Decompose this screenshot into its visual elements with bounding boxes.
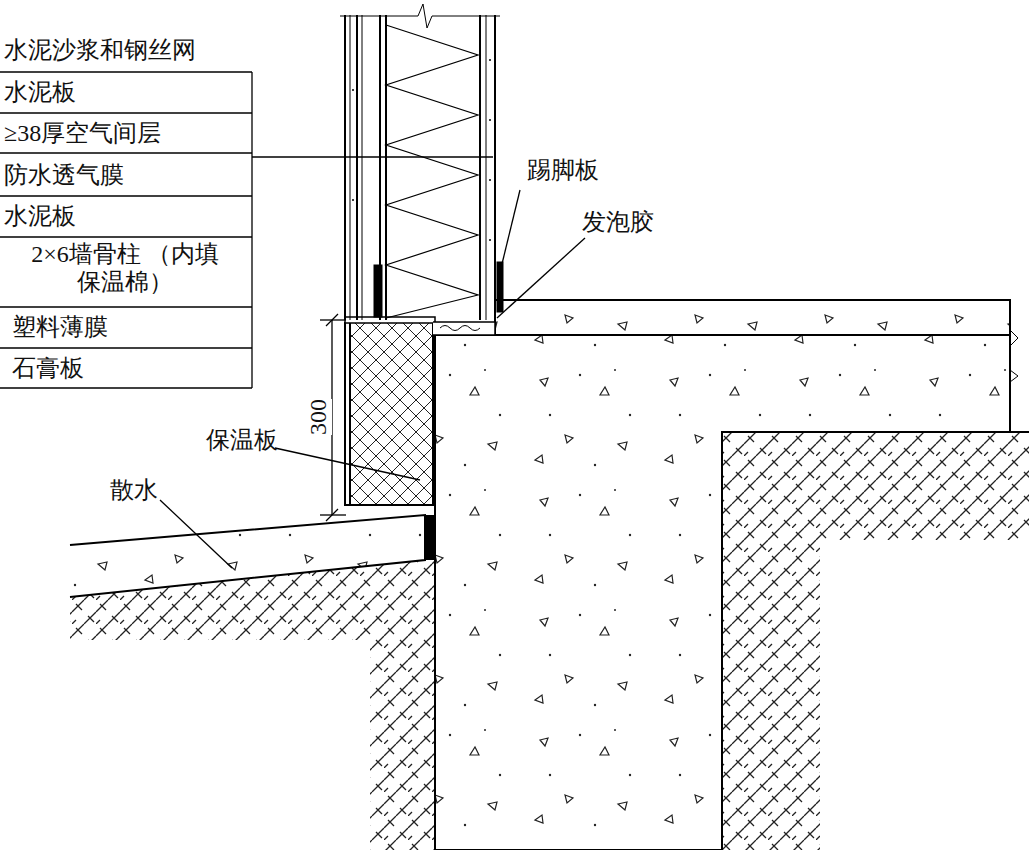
part-label: 发泡胶 xyxy=(582,208,654,236)
part-label: 保温板 xyxy=(206,426,278,454)
dimension: 300 xyxy=(304,399,332,435)
layer-label: 防水透气膜 xyxy=(4,161,124,189)
part-label: 散水 xyxy=(110,476,158,504)
layer-label: 水泥板 xyxy=(4,78,76,106)
layer-label: 石膏板 xyxy=(12,354,84,382)
part-label: 踢脚板 xyxy=(527,156,599,184)
layer-label: 塑料薄膜 xyxy=(12,313,108,341)
layer-label: 2×6墙骨柱 （内填保温棉） xyxy=(20,240,230,296)
layer-label: ≥38厚空气间层 xyxy=(4,119,161,147)
layer-label: 水泥沙浆和钢丝网 xyxy=(4,36,196,64)
layer-label: 水泥板 xyxy=(4,202,76,230)
